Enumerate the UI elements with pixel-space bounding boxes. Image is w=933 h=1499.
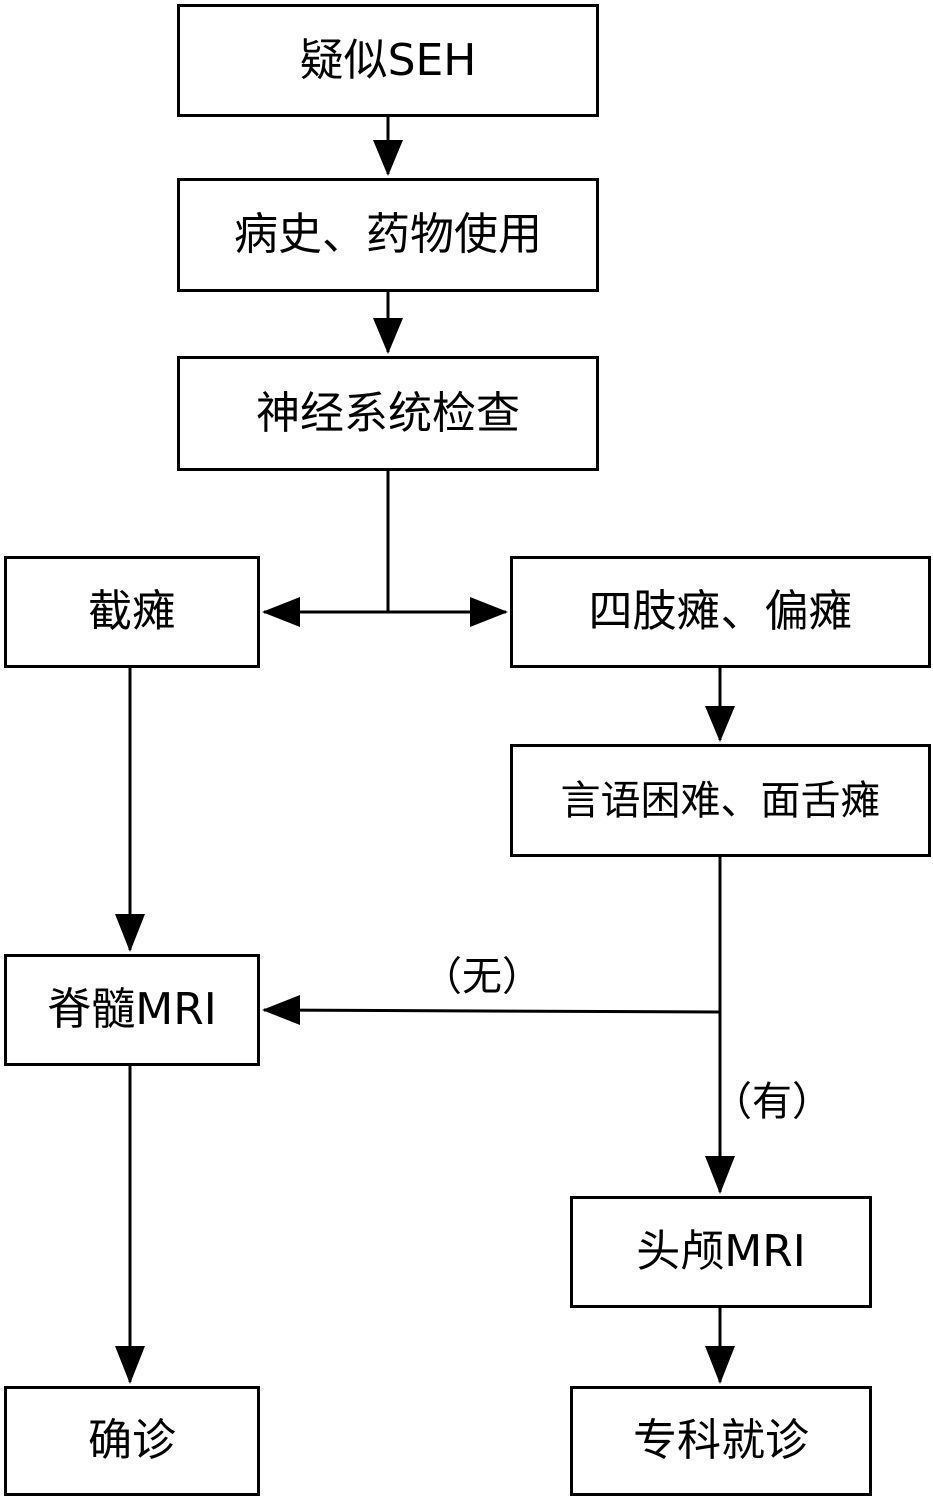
arrowhead-quad-to-speech	[705, 706, 735, 742]
arrowhead-to-paraplegia	[262, 597, 300, 627]
arrowhead-paraplegia-to-spinal	[115, 914, 145, 952]
arrowhead-to-head-mri	[705, 1156, 735, 1194]
arrowhead-to-quadriplegia	[470, 597, 508, 627]
node-suspected-seh: 疑似SEH	[177, 4, 599, 117]
node-neuro-exam: 神经系统检查	[177, 356, 599, 471]
node-specialist-visit-label: 专科就诊	[633, 1415, 809, 1466]
arrowhead-seh-to-history	[373, 140, 403, 176]
node-neuro-exam-label: 神经系统检查	[256, 387, 520, 439]
arrowhead-head-to-specialist	[705, 1346, 735, 1384]
node-speech-facial-tongue: 言语困难、面舌瘫	[510, 744, 931, 857]
node-specialist-visit: 专科就诊	[570, 1386, 872, 1496]
arrowhead-spinal-to-diagnosis	[115, 1346, 145, 1384]
arrowhead-history-to-neuro	[373, 318, 403, 354]
node-history-medication-label: 病史、药物使用	[234, 209, 542, 260]
node-suspected-seh-label: 疑似SEH	[299, 34, 477, 86]
node-quadriplegia-hemiplegia: 四肢瘫、偏瘫	[510, 556, 931, 668]
node-diagnosis-label: 确诊	[88, 1415, 176, 1466]
node-paraplegia-label: 截瘫	[88, 586, 176, 637]
node-paraplegia: 截瘫	[4, 556, 260, 668]
node-quadriplegia-hemiplegia-label: 四肢瘫、偏瘫	[588, 586, 853, 637]
node-spinal-mri: 脊髓MRI	[4, 954, 260, 1066]
node-spinal-mri-label: 脊髓MRI	[47, 984, 217, 1035]
node-diagnosis: 确诊	[4, 1386, 260, 1496]
edge-label-yes: （有）	[712, 1079, 832, 1125]
node-speech-facial-tongue-label: 言语困难、面舌瘫	[560, 777, 881, 824]
node-history-medication: 病史、药物使用	[177, 178, 599, 292]
node-head-mri: 头颅MRI	[570, 1196, 872, 1308]
line-no-to-spinal	[263, 1008, 721, 1014]
node-head-mri-label: 头颅MRI	[636, 1226, 806, 1277]
arrowhead-no-to-spinal	[262, 995, 300, 1025]
edge-label-no: （无）	[422, 954, 542, 1000]
